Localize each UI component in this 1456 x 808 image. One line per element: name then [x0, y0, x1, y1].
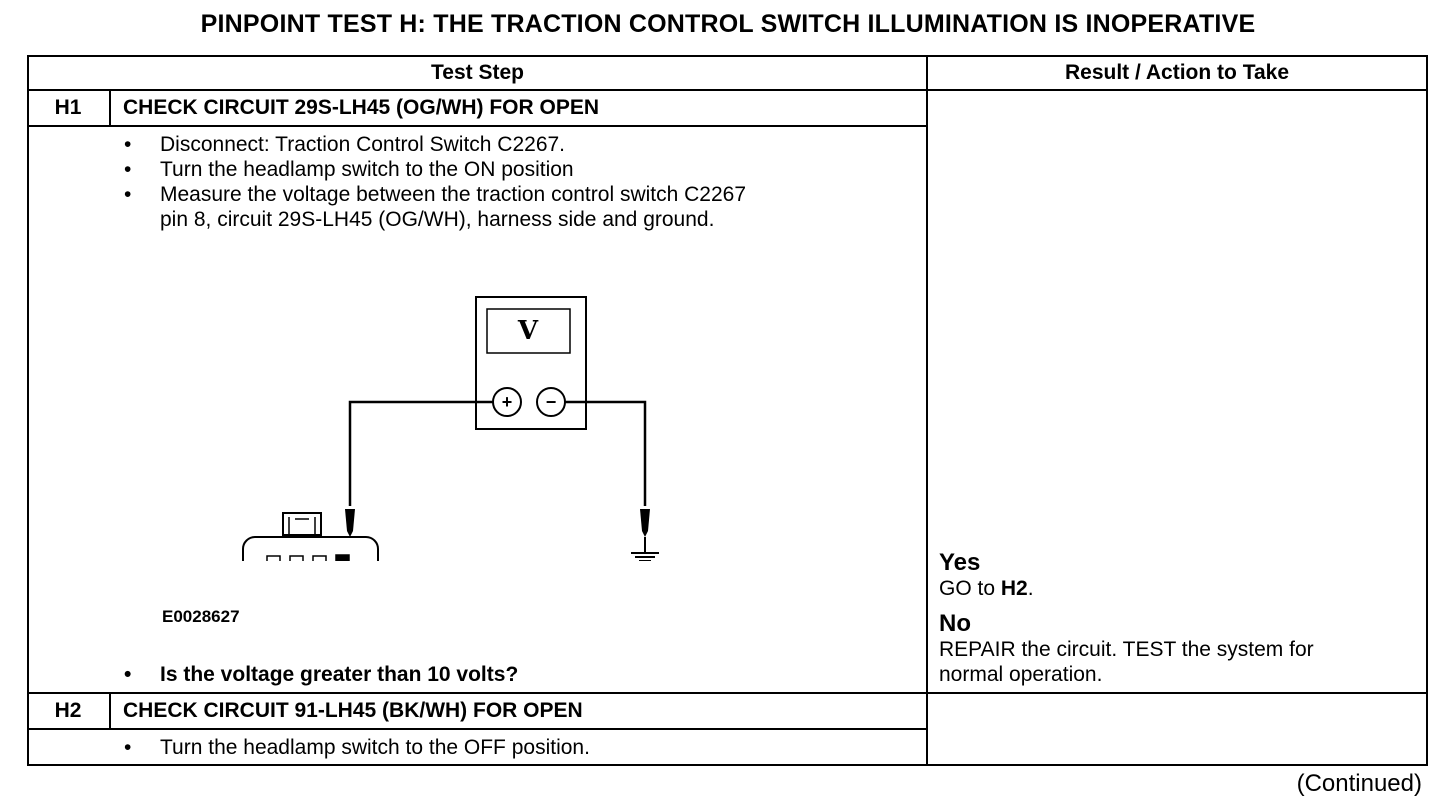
connector-c2267 [242, 512, 379, 561]
table-border-top [27, 55, 1428, 57]
list-item: Is the voltage greater than 10 volts? [124, 662, 518, 687]
table-border-left [27, 55, 29, 766]
positive-lead [348, 400, 493, 506]
figure-id: E0028627 [162, 607, 240, 626]
h2-id-divider [109, 692, 111, 729]
step-heading-h2: CHECK CIRCUIT 91-LH45 (BK/WH) FOR OPEN [123, 699, 583, 722]
header-row-divider [27, 89, 1428, 91]
h1-heading-divider [27, 125, 928, 127]
result-no-label: No [939, 610, 971, 637]
step-id-h2: H2 [54, 699, 82, 722]
h1-instructions: Disconnect: Traction Control Switch C226… [124, 132, 746, 207]
list-item-continuation: pin 8, circuit 29S-LH45 (OG/WH), harness… [160, 208, 715, 231]
list-item: Turn the headlamp switch to the ON posit… [124, 157, 746, 182]
h2-heading-divider [27, 728, 928, 730]
continued-note: (Continued) [1296, 770, 1422, 797]
list-item: Measure the voltage between the traction… [124, 182, 746, 207]
voltmeter-diagram: V + − [242, 296, 659, 561]
voltmeter-symbol: V [517, 316, 539, 346]
h2-top-divider [27, 692, 1428, 694]
list-item: Turn the headlamp switch to the OFF posi… [124, 735, 590, 760]
page-title: PINPOINT TEST H: THE TRACTION CONTROL SW… [200, 10, 1256, 38]
header-test-step: Test Step [431, 61, 524, 84]
step-id-h1: H1 [54, 96, 82, 119]
voltmeter-display [486, 308, 571, 354]
h1-id-divider [109, 89, 111, 126]
h1-question: Is the voltage greater than 10 volts? [124, 662, 518, 687]
yes-action-target: H2 [1000, 577, 1028, 600]
list-item: Disconnect: Traction Control Switch C226… [124, 132, 746, 157]
header-result: Result / Action to Take [1064, 61, 1290, 84]
negative-symbol: − [546, 392, 557, 412]
pinpoint-test-table: Test Step Result / Action to Take H1 CHE… [27, 55, 1428, 766]
result-no-action-line2: normal operation. [939, 663, 1103, 686]
column-divider [926, 55, 928, 766]
result-yes-action: GO to H2. [939, 576, 1034, 601]
h2-instructions: Turn the headlamp switch to the OFF posi… [124, 735, 590, 760]
positive-symbol: + [502, 392, 513, 412]
negative-lead [565, 400, 647, 506]
table-border-bottom [27, 764, 1428, 766]
result-no-action-line1: REPAIR the circuit. TEST the system for [939, 638, 1314, 661]
step-heading-h1: CHECK CIRCUIT 29S-LH45 (OG/WH) FOR OPEN [123, 96, 600, 119]
table-border-right [1426, 55, 1428, 766]
result-yes-label: Yes [939, 549, 981, 576]
negative-probe [640, 509, 650, 537]
yes-action-text: GO to [939, 577, 1001, 600]
yes-action-suffix: . [1027, 577, 1034, 600]
positive-probe [345, 509, 355, 537]
